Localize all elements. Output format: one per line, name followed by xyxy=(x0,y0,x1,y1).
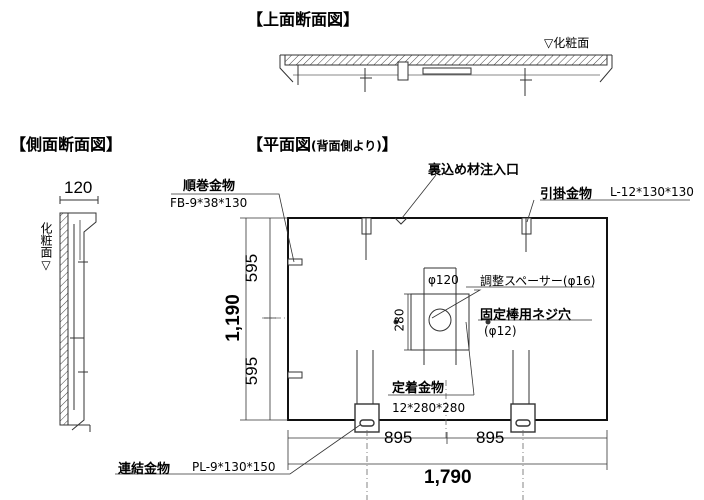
back-fill-inlet-label: 裏込め材注入口 xyxy=(428,163,520,178)
side-finish-face-marker: 化粧面▽ xyxy=(39,222,53,272)
spacer-label: 調整スペーサー(φ16) xyxy=(480,274,596,288)
side-section-view xyxy=(59,196,99,432)
panel-outline xyxy=(287,217,608,421)
roll-fitting-spec: FB-9*38*130 xyxy=(170,196,248,210)
side-section-title: 【側面断面図】 xyxy=(10,135,123,154)
side-dimension-120: 120 xyxy=(64,178,93,197)
width-left-dimension: 895 xyxy=(384,428,413,447)
height-upper-dimension: 595 xyxy=(242,253,262,283)
width-right-dimension: 895 xyxy=(476,428,505,447)
fixing-plate xyxy=(393,267,491,365)
pull-fitting-label: 引掛金物 xyxy=(540,187,593,202)
rod-hole-label: 固定棒用ネジ穴 xyxy=(480,308,572,323)
plan-title-sub: (背面側より) xyxy=(311,139,382,153)
plan-view xyxy=(115,174,690,500)
width-total-dimension: 1,790 xyxy=(424,467,472,488)
phi120-label: φ120 xyxy=(428,273,459,287)
height-lower-dimension: 595 xyxy=(242,356,262,386)
plan-title: 【平面図(背面側より)】 xyxy=(247,131,398,155)
vertical-dimensions xyxy=(240,217,288,421)
finish-face-marker: ▽化粧面 xyxy=(544,36,590,50)
connect-fittings xyxy=(354,403,536,433)
top-section-title: 【上面断面図】 xyxy=(247,10,360,29)
height-total-dimension: 1,190 xyxy=(222,294,244,342)
pull-fittings xyxy=(361,217,532,260)
plan-title-main: 【平面図 xyxy=(247,135,312,154)
horizontal-dimensions xyxy=(287,430,608,470)
plan-title-close: 】 xyxy=(381,135,398,154)
pull-fitting-spec: L-12*130*130 xyxy=(610,185,694,199)
connect-fitting-label: 連結金物 xyxy=(118,462,171,477)
fix-fitting-spec: 12*280*280 xyxy=(392,401,466,415)
connect-fitting-spec: PL-9*130*150 xyxy=(192,460,276,474)
leader-lines xyxy=(115,174,690,475)
top-section-view xyxy=(279,54,613,96)
rod-hole-spec: (φ12) xyxy=(484,324,517,338)
fix-fitting-label: 定着金物 xyxy=(392,381,445,396)
dimension-280: 280 xyxy=(392,308,407,332)
roll-fitting-label: 順巻金物 xyxy=(183,179,236,194)
